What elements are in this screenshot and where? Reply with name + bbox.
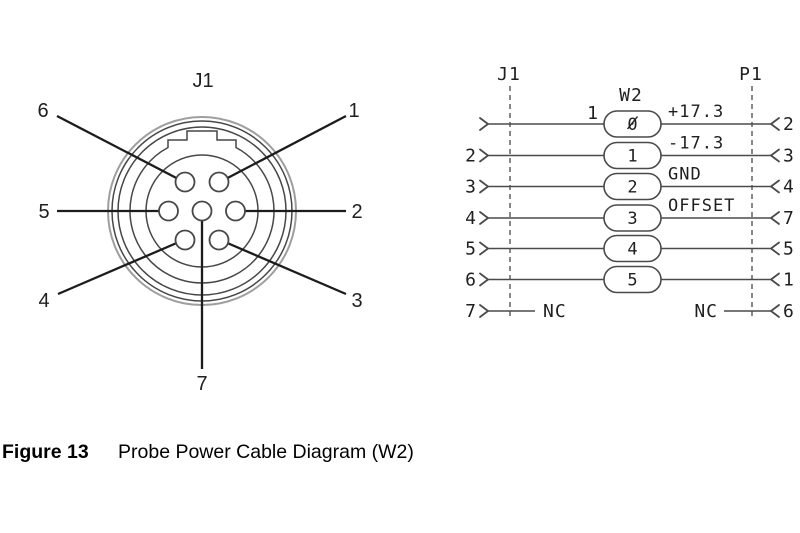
wire-number: 2 <box>627 178 637 198</box>
figure-title: Probe Power Cable Diagram (W2) <box>118 441 414 463</box>
pin-2-label: 2 <box>351 201 362 223</box>
nc-label-left: NC <box>543 301 567 322</box>
p1-pin-number: 6 <box>783 301 795 322</box>
p1-pin-chevron <box>770 117 780 131</box>
p1-pin-chevron <box>770 211 780 225</box>
p1-pin-chevron <box>770 148 780 163</box>
p1-pin-chevron <box>770 179 780 194</box>
wire-number: 1 <box>627 147 637 167</box>
figure-number: Figure 13 <box>2 441 89 463</box>
j1-pin-chevron <box>479 304 489 318</box>
p1-pin-number: 1 <box>783 270 795 291</box>
p1-pin-number: 4 <box>783 177 795 198</box>
pin-2 <box>225 200 246 222</box>
signal-label: OFFSET <box>668 196 735 216</box>
j1-pin-number: 4 <box>465 208 477 229</box>
figure-caption: Figure 13 Probe Power Cable Diagram (W2) <box>2 441 414 463</box>
wire-1-marker: 1 <box>587 103 599 124</box>
pin-7 <box>191 200 213 222</box>
pin-1 <box>208 171 230 193</box>
wire-number: 5 <box>627 271 637 291</box>
wire-number: 0 <box>627 115 637 135</box>
schematic-j1-label: J1 <box>497 64 521 85</box>
j1-pin-chevron <box>479 148 489 163</box>
j1-pin-chevron <box>479 179 489 194</box>
j1-pin-chevron <box>479 272 489 287</box>
wiring-schematic: J1 P1 W2 1 0 2 +17.3 2 1 3 <box>465 64 795 322</box>
pin-7-label: 7 <box>196 373 207 395</box>
connector-keyed-ring <box>129 130 275 284</box>
pin-4-label: 4 <box>38 290 49 312</box>
connector-title: J1 <box>192 70 213 92</box>
wire-row-2: 2 1 3 -17.3 <box>465 134 795 170</box>
pin-1-label: 1 <box>348 100 359 122</box>
wire-row-7-nc: 7 NC NC 6 <box>465 301 795 322</box>
pin-6-leader-line <box>56 114 187 185</box>
schematic-w2-label: W2 <box>619 85 643 106</box>
pin-6 <box>174 171 196 193</box>
wire-row-3: 3 2 4 GND <box>465 165 795 201</box>
j1-pin-chevron <box>479 211 489 225</box>
j1-pin-number: 2 <box>465 146 477 167</box>
p1-pin-number: 7 <box>783 208 795 229</box>
signal-label: -17.3 <box>668 134 724 154</box>
p1-pin-chevron <box>770 272 780 287</box>
j1-pin-number: 7 <box>465 301 477 322</box>
connector-face-view: J1 1 2 3 4 5 6 7 <box>37 70 362 395</box>
j1-pin-number: 5 <box>465 239 477 260</box>
p1-pin-number: 3 <box>783 146 795 167</box>
p1-pin-chevron <box>770 304 780 318</box>
p1-pin-number: 2 <box>783 114 795 135</box>
wire-row-1: 0 2 +17.3 <box>479 102 795 138</box>
wire-row-5: 5 4 5 <box>465 234 795 263</box>
wire-number: 4 <box>627 240 637 260</box>
pin-4-leader-line <box>57 237 187 296</box>
pin-3-label: 3 <box>351 290 362 312</box>
j1-pin-chevron <box>479 241 489 256</box>
pin-1-leader-line <box>217 114 347 185</box>
slashed-zero-stroke <box>626 116 639 130</box>
wire-row-6: 6 5 1 <box>465 265 795 294</box>
j1-pin-number: 6 <box>465 270 477 291</box>
j1-pin-number: 3 <box>465 177 477 198</box>
signal-label: GND <box>668 165 702 185</box>
p1-pin-number: 5 <box>783 239 795 260</box>
signal-label: +17.3 <box>668 102 724 122</box>
pin-4 <box>174 229 196 251</box>
p1-pin-chevron <box>770 241 780 256</box>
wire-number: 3 <box>627 209 637 229</box>
nc-label-right: NC <box>694 301 718 322</box>
wire-row-4: 4 3 7 OFFSET <box>465 196 795 232</box>
schematic-p1-label: P1 <box>739 64 763 85</box>
pin-6-label: 6 <box>37 100 48 122</box>
pin-3 <box>208 229 230 251</box>
j1-pin-chevron <box>479 117 489 131</box>
pin-3-leader-line <box>217 237 347 296</box>
pin-5-label: 5 <box>38 201 49 223</box>
pin-5 <box>158 200 179 222</box>
